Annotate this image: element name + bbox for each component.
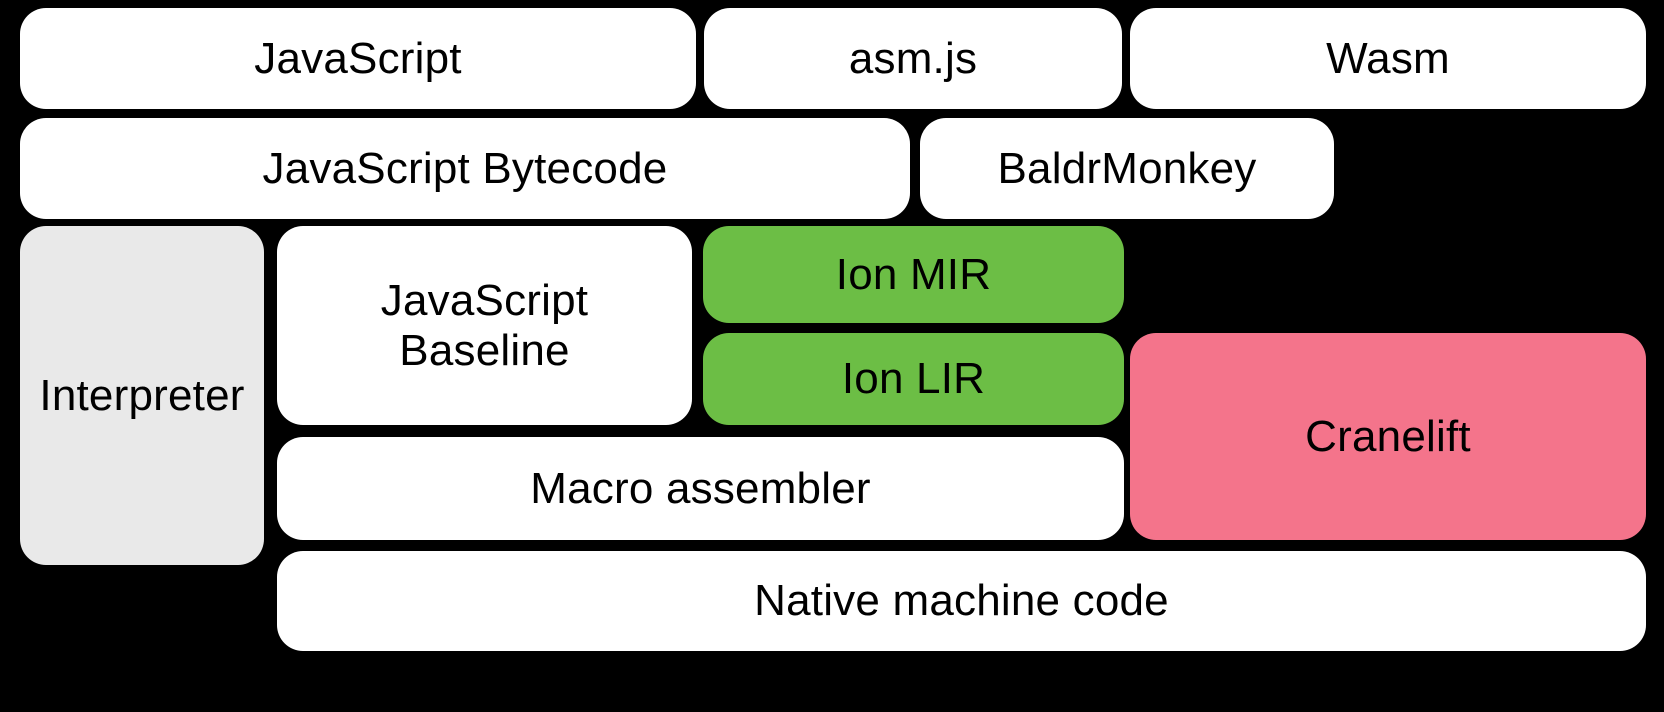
- node-asm-js[interactable]: asm.js: [704, 8, 1122, 109]
- node-javascript[interactable]: JavaScript: [20, 8, 696, 109]
- node-ion-mir[interactable]: Ion MIR: [703, 226, 1124, 323]
- node-interpreter[interactable]: Interpreter: [20, 226, 264, 565]
- node-macro-assembler[interactable]: Macro assembler: [277, 437, 1124, 540]
- node-javascript-bytecode[interactable]: JavaScript Bytecode: [20, 118, 910, 219]
- node-cranelift[interactable]: Cranelift: [1130, 333, 1646, 540]
- node-baldrmonkey[interactable]: BaldrMonkey: [920, 118, 1334, 219]
- node-native-machine-code[interactable]: Native machine code: [277, 551, 1646, 651]
- node-wasm[interactable]: Wasm: [1130, 8, 1646, 109]
- node-javascript-baseline[interactable]: JavaScript Baseline: [277, 226, 692, 425]
- node-ion-lir[interactable]: Ion LIR: [703, 333, 1124, 425]
